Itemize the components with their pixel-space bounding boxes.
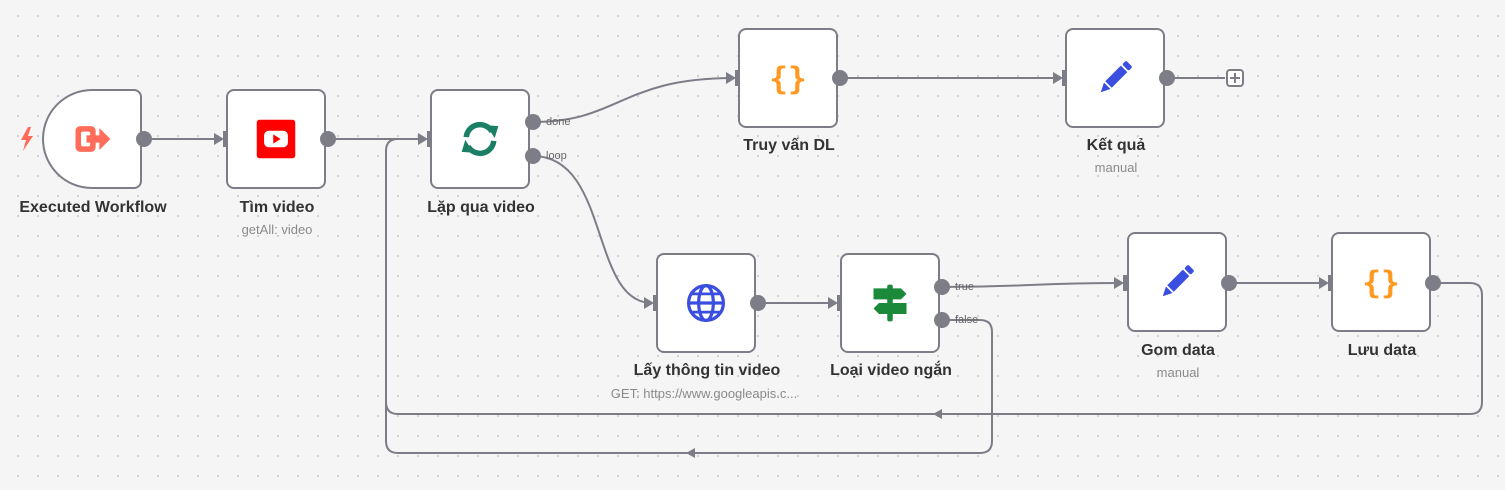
node-title: Lưu data xyxy=(1347,342,1417,359)
node-lay-thong-tin-video[interactable] xyxy=(656,253,756,353)
node-title: Executed Workflow xyxy=(19,199,167,216)
node-truy-van-dl[interactable]: {} xyxy=(738,28,838,128)
svg-text:{}: {} xyxy=(769,61,807,97)
node-gom-data[interactable] xyxy=(1127,232,1227,332)
node-luu-data[interactable]: {} xyxy=(1331,232,1431,332)
node-title: Loại video ngắn xyxy=(830,362,952,379)
curly-braces-icon: {} xyxy=(769,61,807,97)
node-ket-qua[interactable] xyxy=(1065,28,1165,128)
node-title: Truy vấn DL xyxy=(743,137,835,154)
input-arrow-head xyxy=(644,297,654,309)
youtube-icon xyxy=(256,119,296,159)
add-node-button[interactable] xyxy=(1226,69,1244,87)
node-subtitle: GET: https://www.googleapis.c... xyxy=(610,386,798,401)
pencil-icon xyxy=(1100,61,1132,93)
input-arrow-head xyxy=(828,297,838,309)
node-lap-qua-video[interactable] xyxy=(430,89,530,189)
globe-icon xyxy=(686,283,726,323)
port-label-loop: loop xyxy=(546,150,567,162)
port-label-true: true xyxy=(955,281,974,293)
return-arrow-head xyxy=(933,409,942,419)
node-loai-video-ngan[interactable] xyxy=(840,253,940,353)
port-label-done: done xyxy=(546,116,571,128)
input-arrow-head xyxy=(1319,277,1329,289)
input-arrow-head xyxy=(418,133,428,145)
plus-icon xyxy=(1230,73,1240,83)
node-tim-video[interactable] xyxy=(226,89,326,189)
input-arrow-head xyxy=(726,72,736,84)
pencil-icon xyxy=(1162,265,1194,297)
connection-true-to-gom-data[interactable] xyxy=(941,282,1123,288)
node-title: Tìm video xyxy=(239,199,315,216)
trigger-bolt-icon xyxy=(21,127,33,151)
exit-arrow-icon xyxy=(75,126,111,152)
node-title: Lặp qua video xyxy=(427,199,535,216)
node-subtitle: manual xyxy=(1156,365,1200,380)
port-label-false: false xyxy=(955,314,979,326)
node-subtitle: getAll: video xyxy=(241,222,313,237)
node-title: Kết quả xyxy=(1086,137,1146,154)
input-arrow-head xyxy=(1114,277,1124,289)
input-arrow-head xyxy=(1053,72,1063,84)
signpost-icon xyxy=(873,284,907,322)
connection-loop-to-lay-thong-tin-video[interactable] xyxy=(532,155,653,304)
connection-done-to-truy-van-dl[interactable] xyxy=(532,77,735,123)
node-title: Gom data xyxy=(1141,342,1215,359)
loop-arrows-icon xyxy=(461,121,499,157)
node-executed-workflow[interactable] xyxy=(42,89,142,189)
svg-text:{}: {} xyxy=(1362,265,1400,301)
connection-false-loop-back[interactable] xyxy=(385,151,993,454)
node-subtitle: manual xyxy=(1094,160,1138,175)
node-title: Lấy thông tin video xyxy=(633,362,781,379)
return-arrow-head xyxy=(686,448,695,458)
input-port[interactable] xyxy=(1123,275,1130,291)
curly-braces-icon: {} xyxy=(1362,265,1400,301)
input-arrow-head xyxy=(214,133,224,145)
